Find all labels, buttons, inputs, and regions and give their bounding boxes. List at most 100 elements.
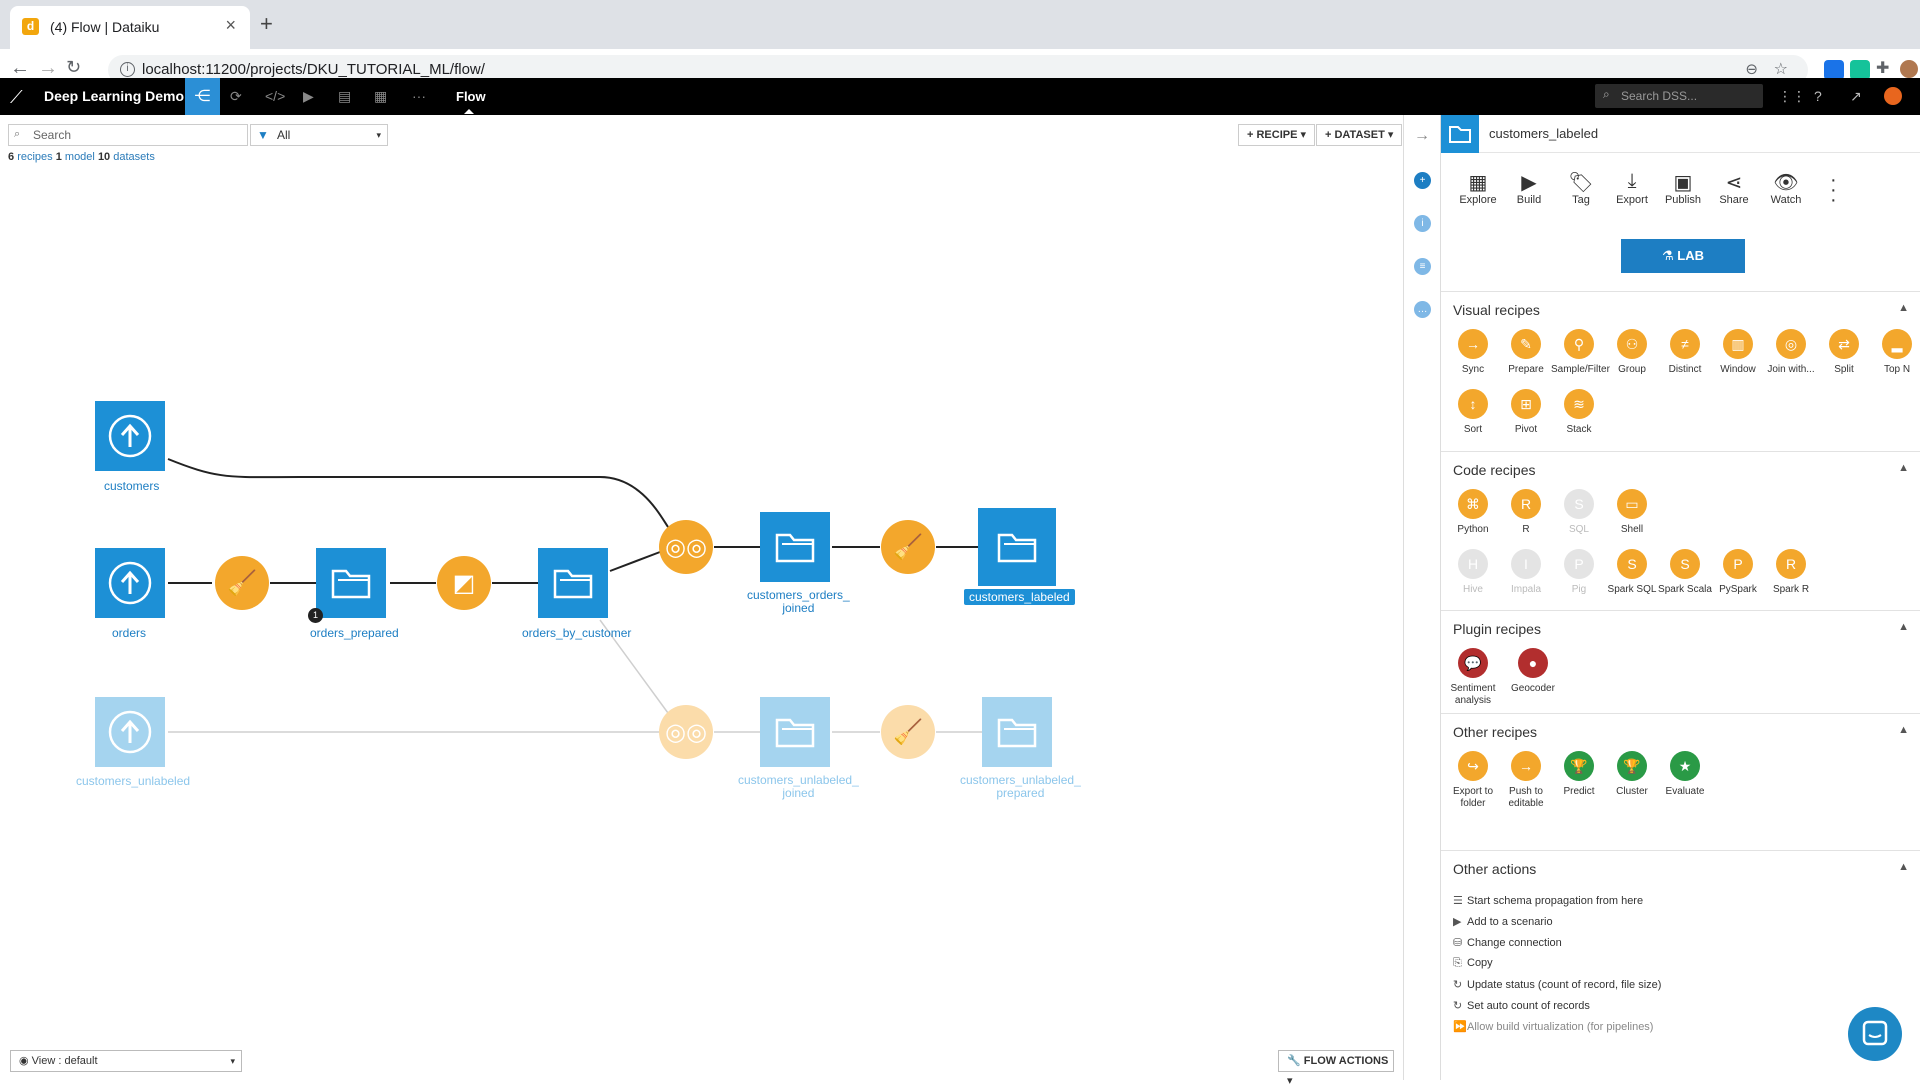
recipe-join-with-button[interactable]: ◎Join with... bbox=[1763, 329, 1819, 376]
flow-actions-button[interactable]: 🔧 FLOW ACTIONS ▾ bbox=[1278, 1050, 1394, 1087]
recipe-prepare-orders[interactable]: 🧹 bbox=[215, 556, 269, 610]
dataset-customers-unlabeled-joined[interactable] bbox=[760, 697, 830, 767]
recipe-join[interactable]: ◎◎ bbox=[659, 520, 713, 574]
profile-avatar[interactable] bbox=[1900, 60, 1918, 78]
action-change-connection[interactable]: ⛁Change connection bbox=[1453, 936, 1562, 949]
new-tab-icon[interactable]: + bbox=[260, 11, 273, 36]
label-customers-labeled[interactable]: customers_labeled bbox=[964, 589, 1075, 605]
action-allow-build-virtualization-for-pipelines[interactable]: ⏩Allow build virtualization (for pipelin… bbox=[1453, 1020, 1653, 1033]
recipes-link[interactable]: recipes bbox=[17, 151, 53, 163]
chat-support-button[interactable] bbox=[1848, 1007, 1902, 1061]
label-customers-orders-joined[interactable]: customers_orders_ joined bbox=[747, 589, 850, 615]
recipe-group-orders[interactable]: ◩ bbox=[437, 556, 491, 610]
reload-icon[interactable]: ↻ bbox=[66, 57, 82, 77]
action-start-schema-propagation-from-here[interactable]: ☰Start schema propagation from here bbox=[1453, 894, 1643, 907]
label-orders-by-customer[interactable]: orders_by_customer bbox=[522, 626, 632, 640]
recipe-sort-button[interactable]: ↕Sort bbox=[1445, 389, 1501, 436]
action-set-auto-count-of-records[interactable]: ↻Set auto count of records bbox=[1453, 999, 1590, 1012]
flow-canvas[interactable]: Search ⌕ ▼ All ▾ 6 recipes 1 model 10 da… bbox=[0, 115, 1404, 1087]
dataset-customers-unlabeled[interactable] bbox=[95, 697, 165, 767]
site-info-icon[interactable]: i bbox=[120, 62, 135, 77]
recipe-sample-filter-button[interactable]: ⚲Sample/Filter bbox=[1551, 329, 1610, 376]
recipe-prepare-unlabeled[interactable]: 🧹 bbox=[881, 705, 935, 759]
discussion-badge[interactable]: 1 bbox=[308, 608, 323, 623]
extensions-puzzle-icon[interactable]: ✚ bbox=[1876, 60, 1890, 77]
recipe-evaluate-button[interactable]: ★Evaluate bbox=[1657, 751, 1713, 798]
chevron-up-icon[interactable]: ▲ bbox=[1898, 724, 1909, 736]
dataset-orders[interactable] bbox=[95, 548, 165, 618]
deploy-icon[interactable]: ▤ bbox=[338, 88, 352, 104]
dataset-orders-prepared[interactable] bbox=[316, 548, 386, 618]
publish-button[interactable]: ▣Publish bbox=[1658, 170, 1708, 206]
add-dataset-button[interactable]: + DATASET ▾ bbox=[1316, 124, 1403, 146]
dashboard-icon[interactable]: ▦ bbox=[374, 88, 388, 104]
label-customers-unlabeled-prepared[interactable]: customers_unlabeled_ prepared bbox=[960, 774, 1081, 800]
project-name[interactable]: Deep Learning Demo bbox=[44, 88, 185, 104]
code-icon[interactable]: </> bbox=[265, 88, 286, 104]
share-button[interactable]: ⋖Share bbox=[1709, 170, 1759, 206]
dataset-customers-labeled-selected[interactable] bbox=[978, 508, 1056, 586]
recipe-sync-button[interactable]: →Sync bbox=[1445, 329, 1501, 376]
close-tab-icon[interactable]: × bbox=[225, 15, 236, 35]
label-orders-prepared[interactable]: orders_prepared bbox=[310, 626, 399, 640]
explore-button[interactable]: ▦Explore bbox=[1453, 170, 1503, 206]
recipe-shell-button[interactable]: ▭Shell bbox=[1604, 489, 1660, 536]
build-button[interactable]: ▶Build bbox=[1504, 170, 1554, 206]
recipe-cluster-button[interactable]: 🏆Cluster bbox=[1604, 751, 1660, 798]
run-icon[interactable]: ▶ bbox=[303, 88, 314, 104]
action-add-to-a-scenario[interactable]: ▶Add to a scenario bbox=[1453, 915, 1553, 928]
recipe-top-n-button[interactable]: ▂Top N bbox=[1869, 329, 1920, 376]
label-customers[interactable]: customers bbox=[104, 479, 160, 493]
trend-icon[interactable]: ↗ bbox=[1850, 88, 1862, 104]
label-customers-unlabeled[interactable]: customers_unlabeled bbox=[76, 774, 191, 788]
recipe-window-button[interactable]: ▥Window bbox=[1710, 329, 1766, 376]
forward-icon[interactable]: → bbox=[38, 57, 58, 79]
recipe-python-button[interactable]: ⌘Python bbox=[1445, 489, 1501, 536]
recipe-stack-button[interactable]: ≋Stack bbox=[1551, 389, 1607, 436]
add-recipe-button[interactable]: + RECIPE ▾ bbox=[1238, 124, 1316, 146]
recipe-pivot-button[interactable]: ⊞Pivot bbox=[1498, 389, 1554, 436]
label-customers-unlabeled-joined[interactable]: customers_unlabeled_ joined bbox=[738, 774, 859, 800]
watch-button[interactable]: 👁Watch bbox=[1761, 170, 1811, 206]
schema-icon[interactable]: ≡ bbox=[1414, 258, 1431, 275]
grammarly-extension-icon[interactable] bbox=[1850, 60, 1870, 80]
recipe-geocoder-button[interactable]: ●Geocoder bbox=[1505, 648, 1561, 695]
chevron-up-icon[interactable]: ▲ bbox=[1898, 462, 1909, 474]
dataset-orders-by-customer[interactable] bbox=[538, 548, 608, 618]
jobs-icon[interactable]: ⟳ bbox=[230, 88, 242, 104]
recipe-prepare-joined[interactable]: 🧹 bbox=[881, 520, 935, 574]
datasets-link[interactable]: datasets bbox=[113, 151, 155, 163]
recipe-distinct-button[interactable]: ≠Distinct bbox=[1657, 329, 1713, 376]
discussions-icon[interactable]: … bbox=[1414, 301, 1431, 318]
flow-search-input[interactable]: Search bbox=[8, 124, 248, 146]
recipe-prepare-button[interactable]: ✎Prepare bbox=[1498, 329, 1554, 376]
back-icon[interactable]: ← bbox=[10, 57, 30, 79]
chevron-up-icon[interactable]: ▲ bbox=[1898, 302, 1909, 314]
tag-button[interactable]: 🏷Tag bbox=[1556, 170, 1606, 206]
recipe-predict-button[interactable]: 🏆Predict bbox=[1551, 751, 1607, 798]
actions-plus-icon[interactable]: + bbox=[1414, 172, 1431, 189]
label-orders[interactable]: orders bbox=[112, 626, 147, 640]
view-select[interactable]: ◉ View : default ▾ bbox=[10, 1050, 242, 1072]
chevron-up-icon[interactable]: ▲ bbox=[1898, 621, 1909, 633]
export-button[interactable]: ⤓Export bbox=[1607, 170, 1657, 206]
more-icon[interactable]: ··· bbox=[412, 88, 426, 104]
lab-button[interactable]: ⚗ LAB bbox=[1621, 239, 1745, 273]
help-icon[interactable]: ? bbox=[1814, 88, 1822, 104]
chevron-up-icon[interactable]: ▲ bbox=[1898, 861, 1909, 873]
model-link[interactable]: model bbox=[64, 151, 95, 163]
action-copy[interactable]: ⎘Copy bbox=[1453, 957, 1493, 970]
dss-search-input[interactable]: Search DSS... bbox=[1595, 84, 1763, 108]
dataset-customers[interactable] bbox=[95, 401, 165, 471]
